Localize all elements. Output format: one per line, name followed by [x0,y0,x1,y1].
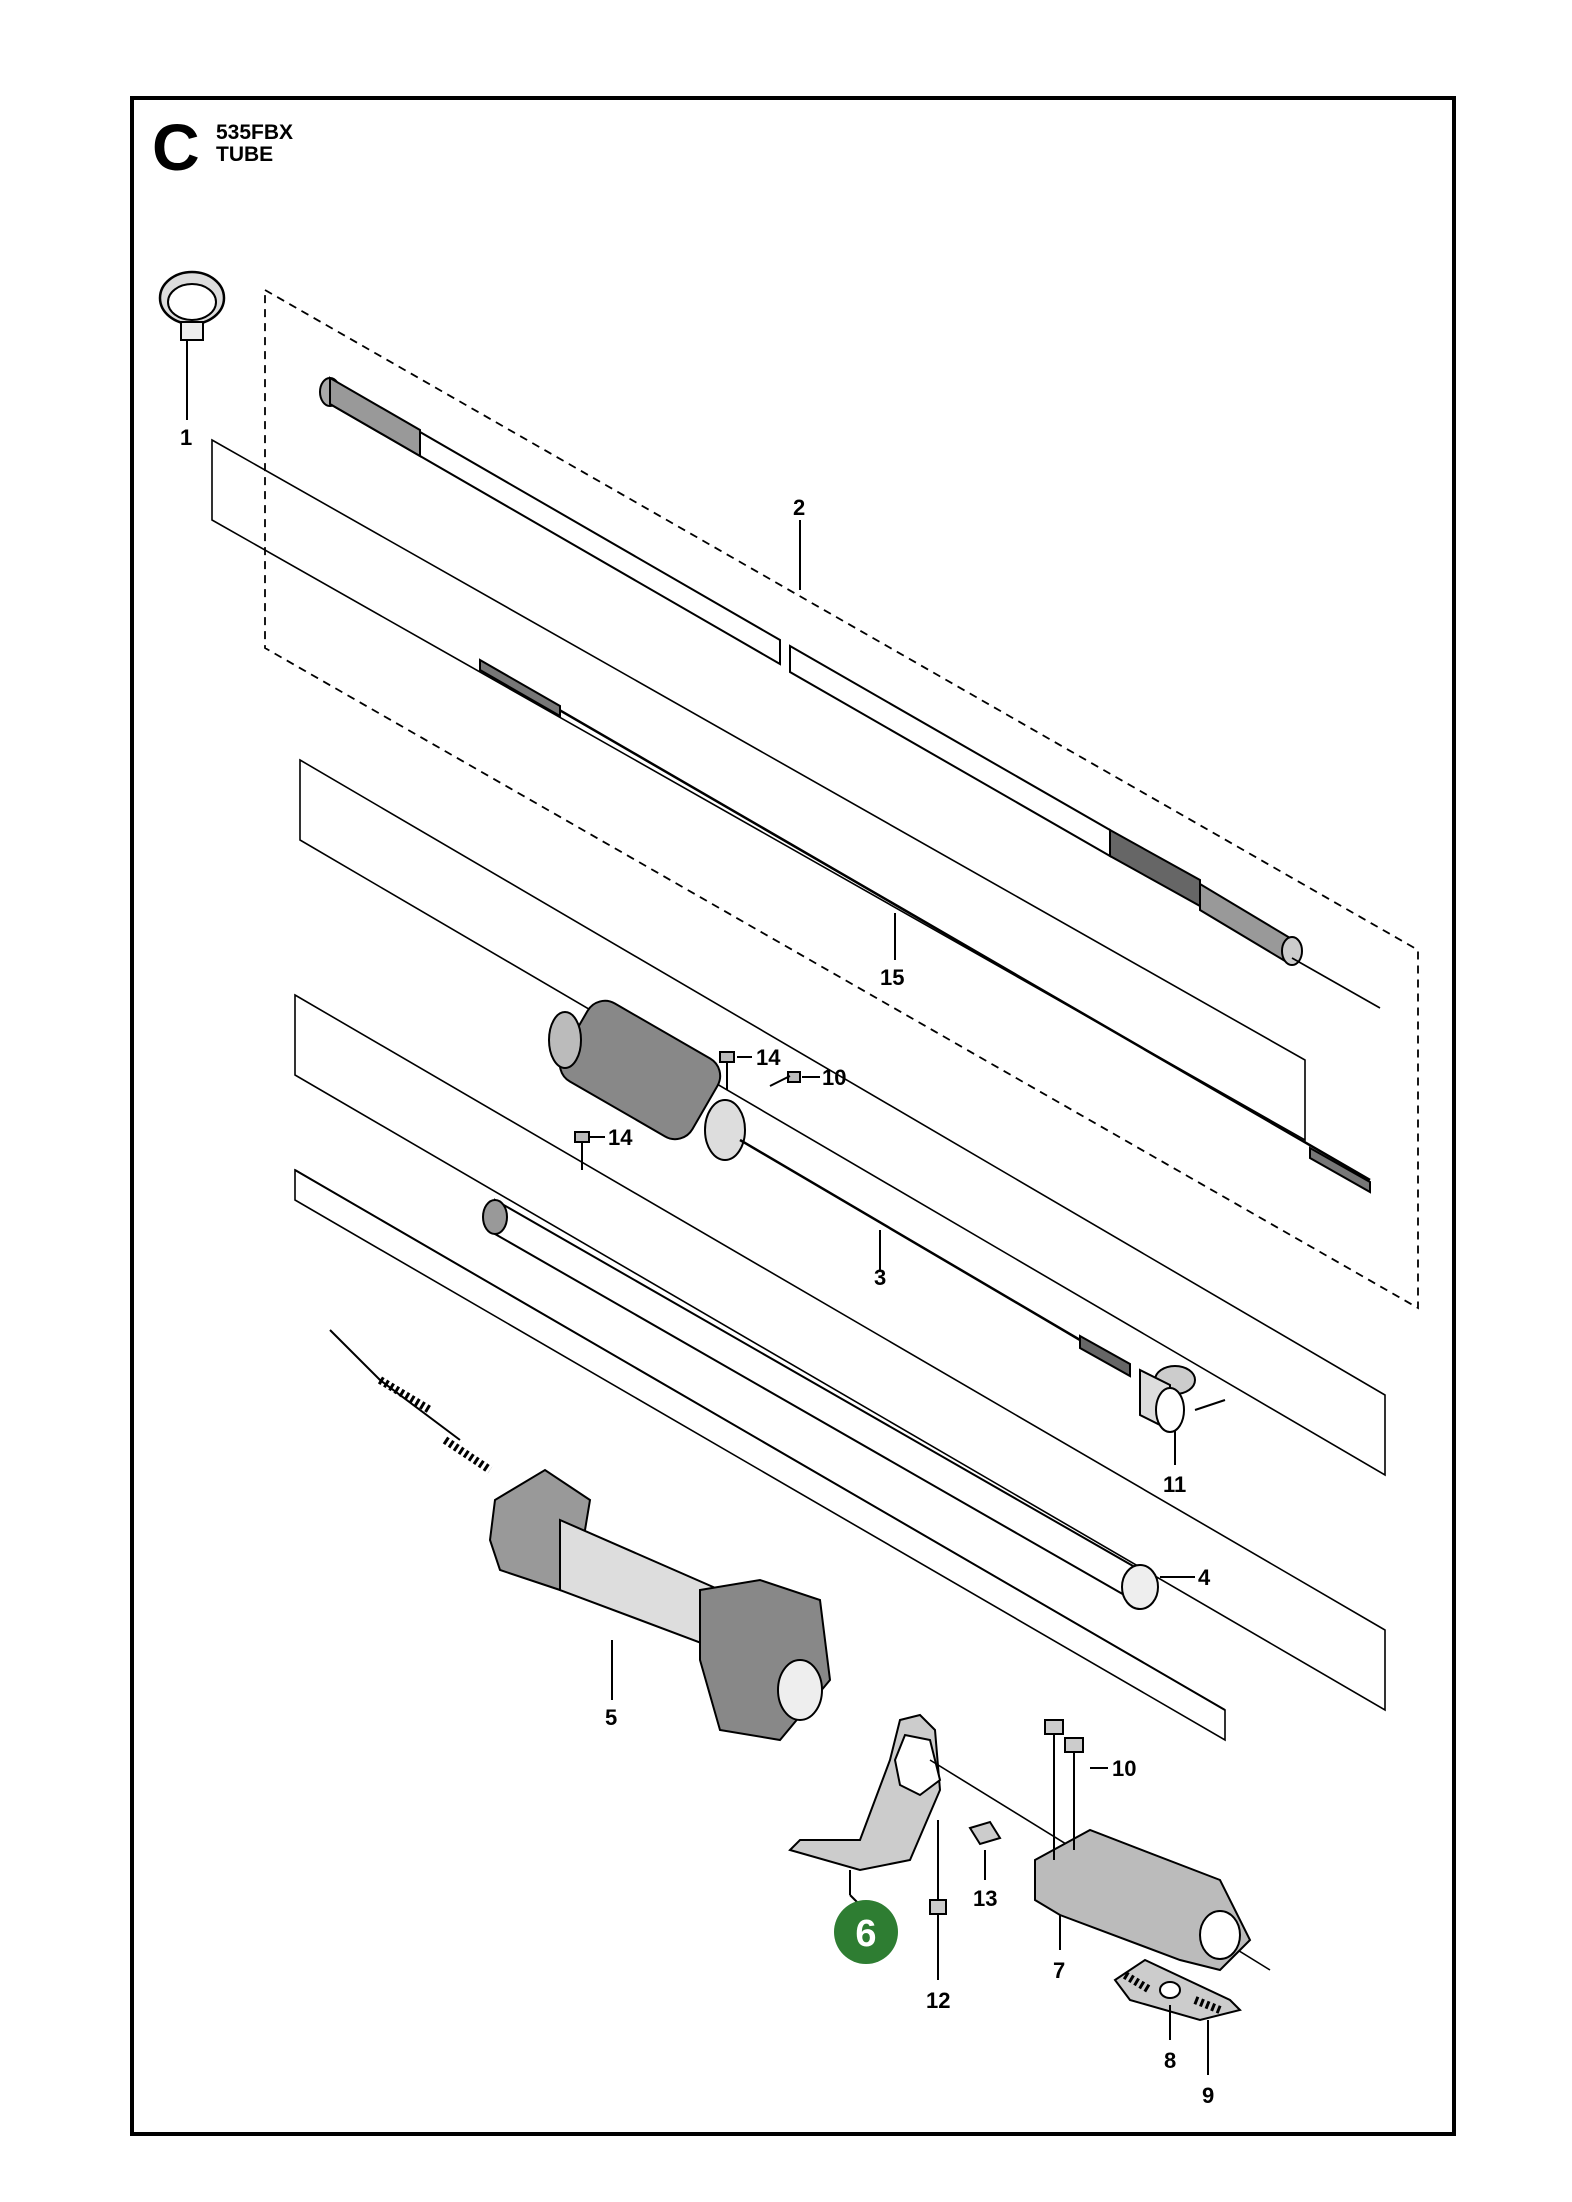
callout-7: 7 [1053,1958,1065,1983]
callout-2: 2 [793,495,805,520]
part-2-tube [211,376,1381,1142]
part-8-9-lever [1113,1958,1242,2075]
callout-5: 5 [605,1705,617,1730]
part-15-drive-shaft [299,658,1386,1477]
screw-10-upper [769,1071,818,1087]
callout-15: 15 [880,965,904,990]
callout-4: 4 [1198,1565,1211,1590]
page-title: TUBE [216,143,274,166]
callout-1: 1 [180,425,192,450]
model-name: 535FBX [216,121,294,144]
part-1-clamp [158,270,226,420]
callout-12: 12 [926,1988,950,2013]
callout-9: 9 [1202,2083,1214,2108]
callout-3: 3 [874,1265,886,1290]
section-letter: C [152,110,200,184]
part-3-shaft-housing [294,993,1386,1712]
callout-13: 13 [973,1886,997,1911]
part-11-sleeve [1139,1365,1226,1465]
callout-14-upper: 14 [756,1045,781,1070]
assembly-dashed-outline [264,288,1419,1310]
callout-6: 6 [855,1913,876,1955]
part-7-clamp-body [1034,1719,1252,1972]
callout-14-lower: 14 [608,1125,633,1150]
diagram-frame [130,96,1456,2136]
callout-10-lower: 10 [1112,1756,1136,1781]
part-13-nut [968,1820,1002,1880]
callout-11: 11 [1163,1472,1186,1497]
part-5-throttle-handle [294,1169,1226,1742]
highlight-marker-6 [834,1900,898,1964]
part-12-screw [929,1820,947,1980]
callout-8: 8 [1164,2048,1176,2073]
callout-10-upper: 10 [822,1065,846,1090]
